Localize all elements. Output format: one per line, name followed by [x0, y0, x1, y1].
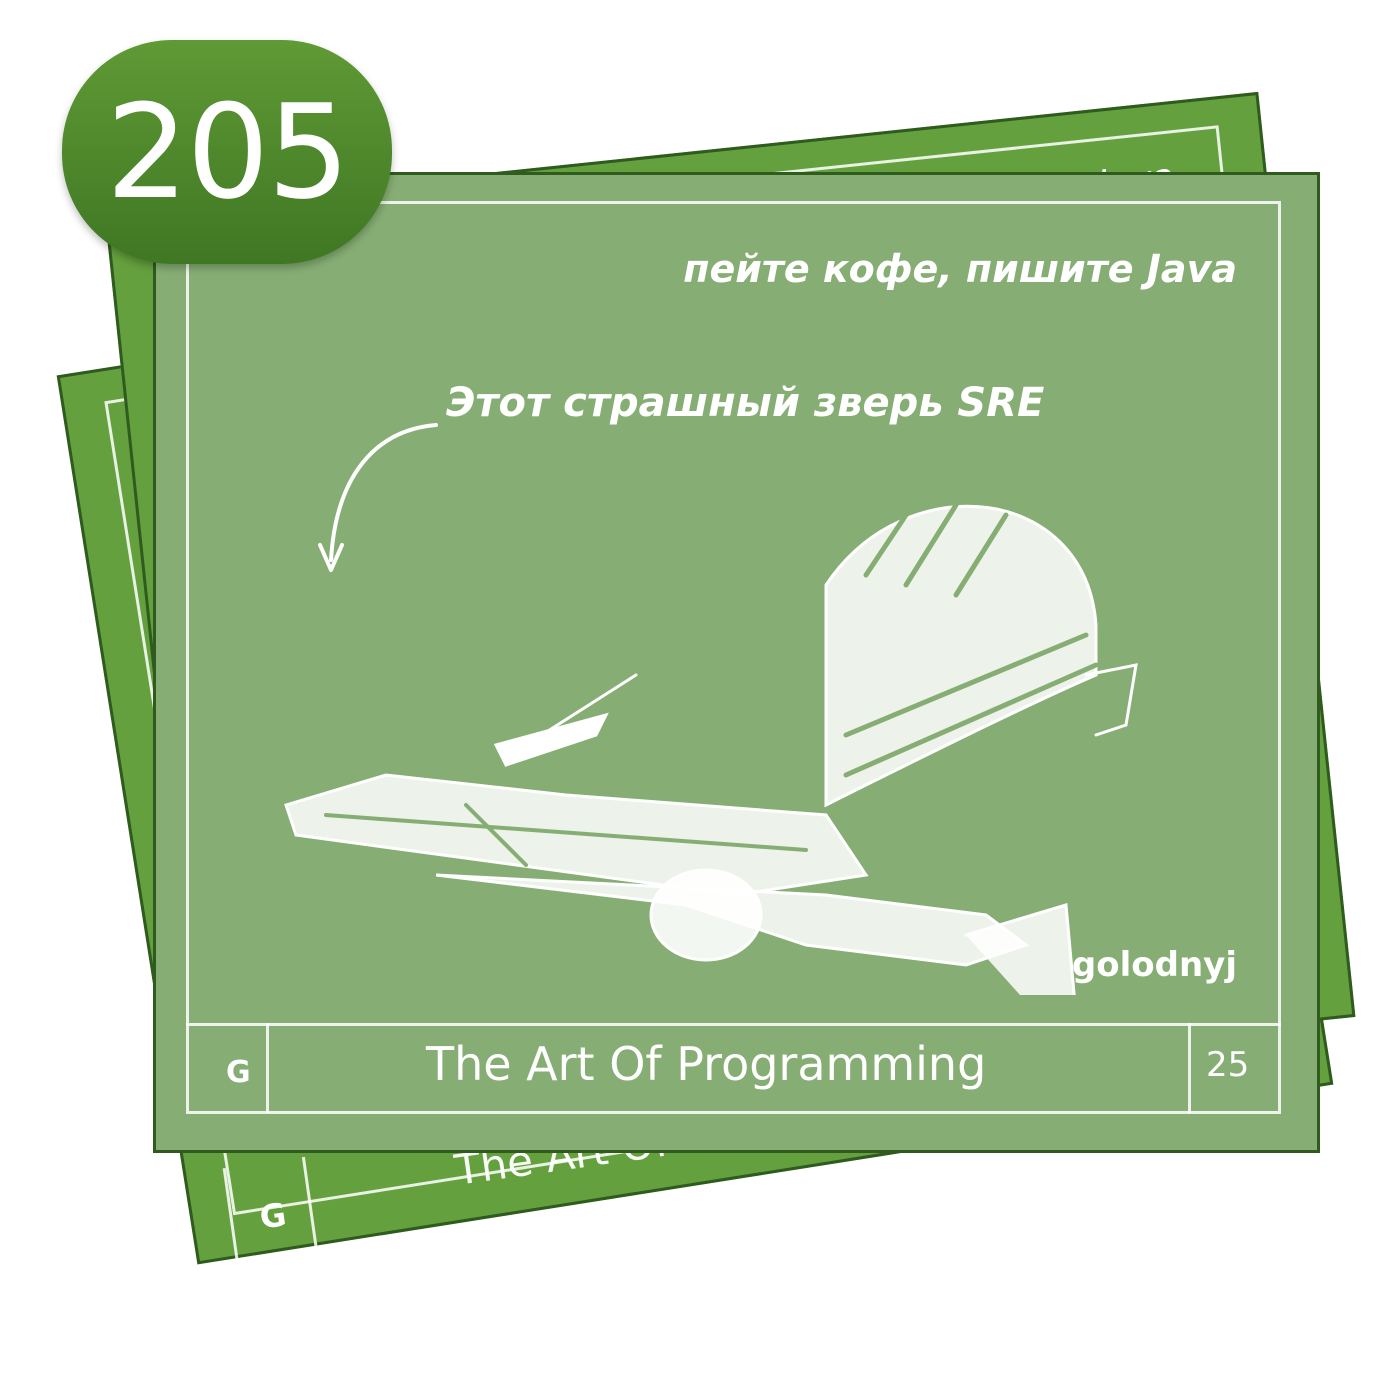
front-footer-divider-left — [266, 1023, 269, 1113]
episode-number: 205 — [105, 76, 350, 228]
front-card: пейте кофе, пишите Java Этот страшный зв… — [153, 172, 1320, 1153]
front-footer-divider-right — [1188, 1023, 1191, 1113]
front-footer-letter: G — [226, 1055, 251, 1090]
front-card-frame — [186, 201, 1281, 1114]
front-footer-number: 25 — [1206, 1045, 1250, 1085]
front-header-text: пейте кофе, пишите Java — [683, 247, 1237, 291]
front-card-footer-line — [186, 1023, 1281, 1114]
rowing-machine-sketch-icon — [284, 502, 1138, 995]
back-footer-letter: G — [257, 1195, 289, 1237]
caption-arrow-icon — [318, 423, 438, 572]
episode-number-badge: 205 — [62, 40, 392, 264]
illustration-caption: Этот страшный зверь SRE — [446, 380, 1045, 426]
front-footer-title: The Art Of Programming — [426, 1037, 987, 1091]
author-signature: golodnyj — [1071, 945, 1237, 985]
back-footer-divider — [301, 1156, 319, 1257]
back-footer-divider-left — [222, 1167, 240, 1268]
